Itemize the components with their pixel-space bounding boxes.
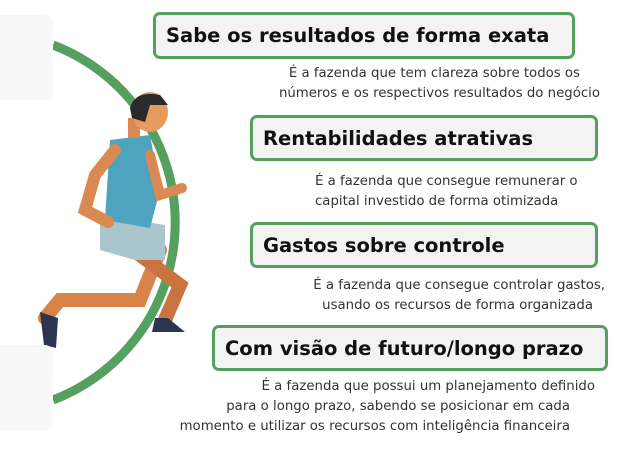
description-rentabilidades: É a fazenda que consegue remunerar o cap… (315, 172, 578, 212)
title-box-futuro: Com visão de futuro/longo prazo (212, 325, 608, 371)
green-arc (51, 40, 180, 405)
desc-line: É a fazenda que consegue remunerar o (315, 174, 578, 189)
desc-line: capital investido de forma otimizada (315, 194, 559, 209)
desc-line: É a fazenda que possui um planejamento d… (261, 379, 595, 394)
runner-illustration (38, 92, 189, 348)
desc-line: números e os respectivos resultados do n… (278, 86, 600, 101)
description-futuro: É a fazenda que possui um planejamento d… (170, 377, 595, 437)
desc-line: para o longo prazo, sabendo se posiciona… (226, 399, 570, 414)
title-box-resultados: Sabe os resultados de forma exata (153, 12, 575, 59)
desc-line: É a fazenda que tem clareza sobre todos … (288, 66, 580, 81)
desc-line: usando os recursos de forma organizada (322, 298, 593, 313)
title-box-gastos: Gastos sobre controle (250, 222, 598, 268)
description-resultados: É a fazenda que tem clareza sobre todos … (255, 64, 600, 104)
side-panel-bottom (0, 345, 53, 430)
description-gastos: É a fazenda que consegue controlar gasto… (300, 276, 605, 316)
side-panel-top (0, 15, 53, 100)
desc-line: É a fazenda que consegue controlar gasto… (313, 278, 605, 293)
title-box-rentabilidades: Rentabilidades atrativas (250, 115, 598, 161)
desc-line: momento e utilizar os recursos com intel… (179, 419, 570, 434)
